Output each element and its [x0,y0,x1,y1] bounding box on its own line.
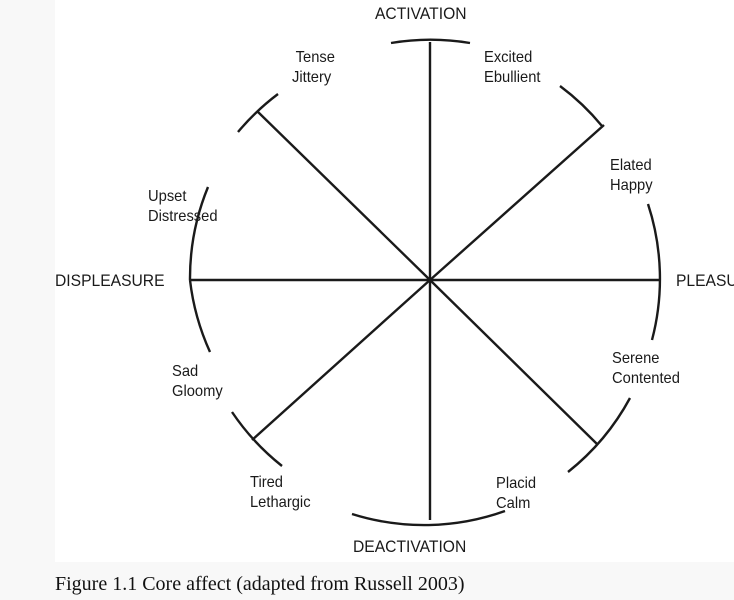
affect-label-line2: Lethargic [250,494,311,511]
affect-label-line1: Tense [295,49,335,66]
affect-label-line1: Excited [484,49,533,66]
affect-label-serene: Serene Contented [612,349,680,389]
figure-panel: ACTIVATION DEACTIVATION DISPLEASURE PLEA… [55,0,734,562]
arc-elated [646,203,662,341]
affect-label-line2: Contented [612,370,680,387]
affect-label-tired: Tired Lethargic [250,473,311,513]
affect-label-line2: Jittery [292,69,332,86]
affect-label-line1: Tired [250,474,283,491]
axis-label-left: DISPLEASURE [55,271,165,290]
affect-label-tense: Tense Jittery [292,48,335,88]
spoke-serene [429,279,598,445]
affect-label-line2: Distressed [148,208,218,225]
affect-label-line1: Placid [496,475,537,492]
spoke-excited [429,124,605,281]
affect-label-line1: Upset [148,188,187,205]
affect-label-upset: Upset Distressed [148,187,218,227]
arc-tired [231,411,283,467]
affect-label-line1: Serene [612,350,660,367]
affect-label-line2: Gloomy [172,383,223,400]
affect-label-placid: Placid Calm [496,474,536,514]
core-affect-circumplex [188,38,662,527]
axis-label-bottom: DEACTIVATION [353,537,467,556]
arc-serene [567,397,632,473]
affect-label-line2: Happy [610,177,653,194]
spoke-tense [256,110,431,281]
affect-label-line1: Elated [610,157,652,174]
affect-label-elated: Elated Happy [610,156,653,196]
arc-upset [188,186,210,281]
affect-label-line2: Calm [496,495,531,512]
affect-label-excited: Excited Ebullient [484,48,540,88]
arc-excited [559,85,603,127]
affect-label-line1: Sad [172,363,199,380]
affect-label-line2: Ebullient [484,69,541,86]
arc-deactivation [351,509,506,527]
arc-sad [188,279,212,353]
affect-label-sad: Sad Gloomy [172,362,223,402]
figure-caption: Figure 1.1 Core affect (adapted from Rus… [55,573,465,595]
axis-label-right: PLEASURE [676,271,734,290]
axis-label-top: ACTIVATION [375,4,467,23]
spoke-tired [251,279,431,441]
arc-activation [390,38,471,45]
